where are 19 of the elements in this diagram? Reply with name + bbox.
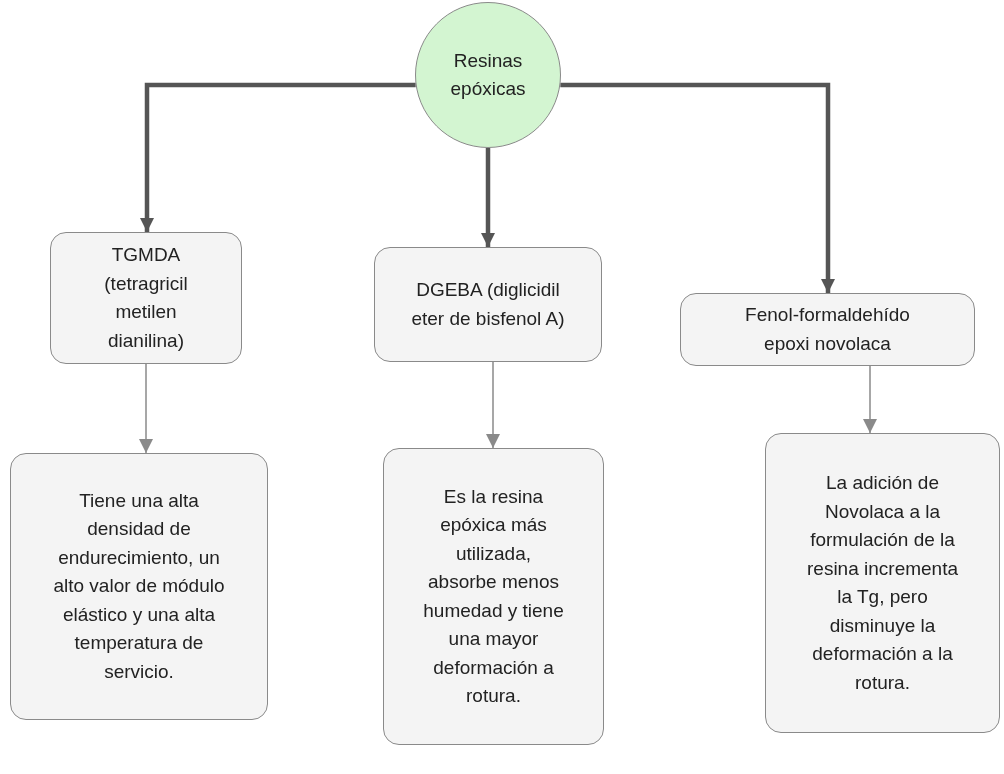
arrow: [486, 361, 500, 449]
arrow: [140, 82, 416, 232]
node-text: La adición de Novolaca a la formulación de la resina incrementa la Tg, pero disminuye la deformación a la rotura.: [806, 471, 959, 695]
process-box: [383, 448, 604, 745]
arrow: [560, 82, 835, 293]
node-text: Resinas epóxicas: [449, 48, 527, 101]
process-box: [374, 247, 602, 362]
node-text: Es la resina epóxica más utilizada, absorbe menos humedad y tiene una mayor deformación a rotura.: [422, 484, 565, 708]
process-box: [50, 232, 242, 364]
arrow: [863, 365, 877, 434]
process-box: [680, 293, 975, 366]
node-text: TGMDA (tetragricil metilen dianilina): [103, 243, 189, 353]
process-box: [10, 453, 268, 720]
node-text: Tiene una alta densidad de endurecimiento, un alto valor de módulo elástico y una alta temperatura de servicio.: [53, 488, 225, 684]
process-box: [765, 433, 1000, 733]
node-text: DGEBA (diglicidil eter de bisfenol A): [411, 278, 565, 331]
arrow: [139, 363, 153, 454]
node-text: Fenol-formaldehído epoxi novolaca: [744, 303, 911, 356]
arrow: [481, 148, 495, 247]
